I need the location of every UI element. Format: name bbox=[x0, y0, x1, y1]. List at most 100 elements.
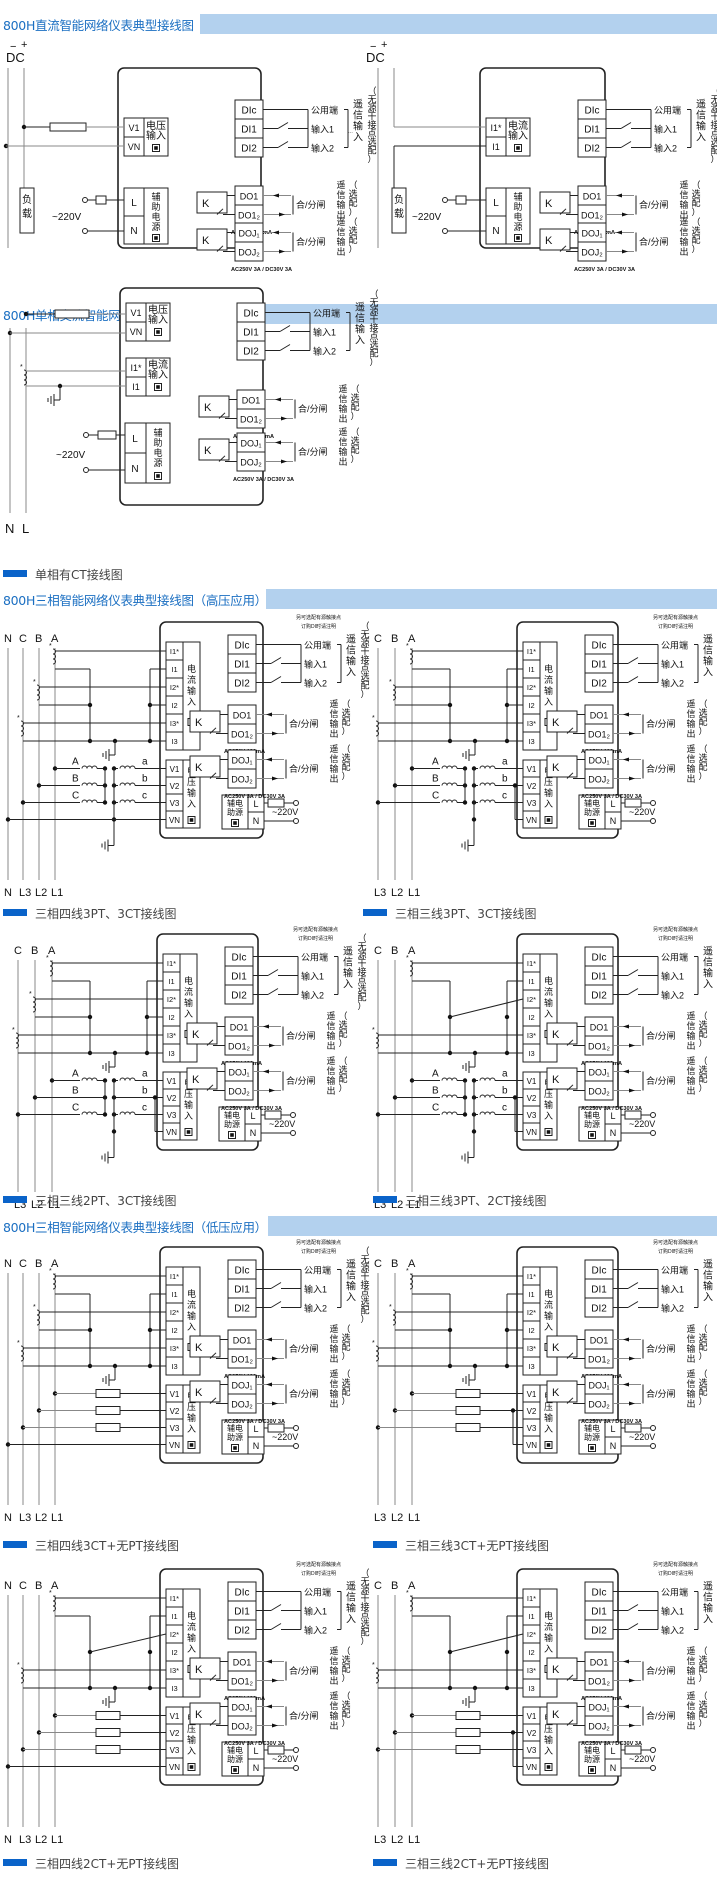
di-group-label: 遥 bbox=[696, 98, 706, 111]
aux-power-label: 助源 bbox=[584, 807, 600, 817]
pt-coil-icon bbox=[484, 765, 491, 769]
ac-220v-label: ~220V bbox=[272, 1432, 298, 1442]
di-note: 源 bbox=[710, 103, 717, 113]
dc-label: DC bbox=[366, 50, 385, 65]
polarity-mark: * bbox=[12, 1027, 15, 1034]
do-option-label: 选 bbox=[698, 1654, 707, 1665]
di-note: ） bbox=[360, 1636, 369, 1646]
input-terminal-label: VN bbox=[130, 327, 143, 337]
relay-box bbox=[546, 1380, 578, 1403]
fuse-icon bbox=[455, 1745, 481, 1754]
pt-secondary-label: b bbox=[142, 1086, 148, 1097]
voltage-terminal-label: VN bbox=[526, 1763, 537, 1772]
phase-bottom-label: N bbox=[4, 1834, 12, 1846]
fuse-icon bbox=[267, 1745, 285, 1755]
phase-bottom-label: L3 bbox=[19, 887, 31, 899]
wiring-diagram-dc-voltage: −+DC负载V1VN电压输入LN辅助电源~220VDIcDI1DI2公用端输入1… bbox=[3, 39, 377, 273]
diagram-caption: 单相有CT接线图 bbox=[3, 566, 123, 582]
do-terminal-label: DOJ₂ bbox=[240, 457, 262, 467]
caption-marker bbox=[363, 909, 387, 916]
di-note: 点 bbox=[360, 1289, 369, 1299]
do-group-label: 输 bbox=[329, 1343, 338, 1354]
junction-dot bbox=[147, 1363, 153, 1369]
terminal-ring-icon bbox=[442, 228, 448, 234]
arrow-icon bbox=[272, 776, 278, 781]
aux-block bbox=[505, 187, 531, 245]
do-terminal-label: DOJ₂ bbox=[238, 247, 260, 257]
relay-contact-icon bbox=[566, 1397, 574, 1404]
di-note: 干 bbox=[367, 112, 376, 122]
ct-coil-icon bbox=[49, 970, 53, 977]
pt-coil-icon bbox=[446, 1094, 453, 1098]
section-title: 800H三相智能网络仪表典型接线图（高压应用） bbox=[3, 593, 267, 608]
do-terminal-label: DOJ₁ bbox=[588, 1702, 609, 1712]
pt-coil-icon bbox=[119, 765, 126, 769]
do-option-label: ） bbox=[698, 1083, 707, 1093]
di-terminal-label: DI2 bbox=[234, 1626, 250, 1637]
do-option-label: 配 bbox=[698, 1664, 707, 1674]
di-note: （ bbox=[357, 933, 366, 943]
junction-dot bbox=[504, 1685, 510, 1691]
do-terminal-label: DO1₂ bbox=[228, 1041, 251, 1051]
voltage-terminal-label: V3 bbox=[170, 1424, 180, 1433]
current-terminal-label: I3 bbox=[528, 1684, 534, 1693]
di-optional-note: 订购DI时请注明 bbox=[658, 1570, 693, 1577]
voltage-terminal-label: V3 bbox=[170, 1746, 180, 1755]
do-option-label: ） bbox=[350, 454, 359, 464]
pt-primary-label: A bbox=[72, 757, 79, 768]
current-terminal-label: I1 bbox=[528, 1290, 534, 1299]
ac-220v-label: ~220V bbox=[629, 1432, 655, 1442]
relay-k-label: K bbox=[202, 198, 210, 210]
terminal-marker-icon bbox=[516, 236, 520, 240]
caption-marker bbox=[373, 1541, 397, 1548]
relay-contact-icon bbox=[209, 1352, 217, 1359]
pt-coil-icon bbox=[129, 799, 136, 803]
terminal-marker-icon bbox=[230, 1133, 234, 1137]
do-option-label: （ bbox=[691, 180, 700, 190]
do-group-label: 遥 bbox=[336, 179, 345, 190]
ct-coil-icon bbox=[409, 970, 413, 977]
pt-coil-icon bbox=[81, 1077, 88, 1081]
di-group-label: 入 bbox=[696, 133, 706, 144]
do-option-label: 选 bbox=[341, 1654, 350, 1665]
current-terminal-label: I1* bbox=[170, 1594, 179, 1603]
di-optional-note: 另可选配有源触接点 bbox=[653, 1561, 698, 1568]
pt-secondary-label: b bbox=[142, 774, 148, 785]
switch-contact-icon bbox=[270, 1623, 282, 1630]
di-group-label: 入 bbox=[346, 668, 356, 679]
arrow-icon bbox=[273, 193, 279, 198]
ct-coil-icon bbox=[392, 694, 396, 701]
aux-L-label: L bbox=[132, 434, 138, 445]
current-input-label: 输 bbox=[187, 1632, 196, 1643]
ac-220v-label: ~220V bbox=[412, 212, 442, 223]
arrow-icon bbox=[623, 1337, 629, 1342]
ct-coil-icon bbox=[375, 1042, 379, 1049]
do-option-label: ） bbox=[698, 1718, 707, 1728]
di-group-label: 入 bbox=[703, 1293, 713, 1304]
di-note: 源 bbox=[367, 103, 376, 113]
do-group-label: 信 bbox=[329, 1655, 338, 1666]
di-terminal-label: DIc bbox=[235, 1588, 250, 1599]
ct-coil-icon bbox=[23, 374, 27, 381]
terminal-marker-icon bbox=[186, 1130, 191, 1134]
terminal-ring-icon bbox=[293, 818, 299, 824]
do-option-label: 选 bbox=[698, 707, 707, 718]
pt-coil-icon bbox=[86, 1111, 93, 1115]
caption-marker bbox=[373, 1196, 397, 1203]
di-input-label: 输入1 bbox=[313, 327, 336, 338]
relay-k-label: K bbox=[192, 1074, 200, 1086]
ac-220v-label: ~220V bbox=[52, 212, 82, 223]
do-group-label: 出 bbox=[329, 773, 338, 784]
aux-L-label: L bbox=[253, 799, 258, 809]
do-terminal-label: DO1₂ bbox=[588, 1676, 611, 1686]
pt-coil-icon bbox=[129, 782, 136, 786]
do-option-label: 选 bbox=[350, 392, 359, 403]
ct-coil-icon bbox=[409, 1605, 413, 1612]
terminal-ring-icon bbox=[290, 1112, 296, 1118]
do-group-label: 出 bbox=[329, 728, 338, 739]
di-note: ） bbox=[367, 154, 376, 164]
do-group-label: 信 bbox=[686, 1065, 695, 1076]
relay-contact-icon bbox=[209, 1719, 217, 1726]
do-option-label: （ bbox=[698, 1056, 707, 1066]
do-group-label: 信 bbox=[686, 708, 695, 719]
